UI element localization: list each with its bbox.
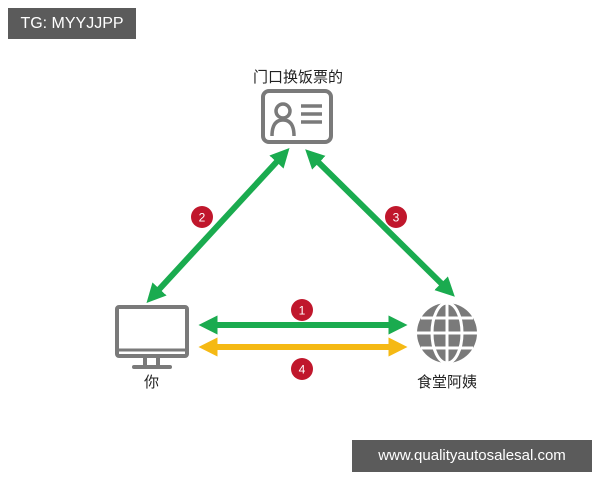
- badge-step-4: 4: [291, 358, 313, 380]
- monitor-icon: [115, 305, 189, 369]
- arrow-step-3: [305, 149, 455, 297]
- id-card-icon: [261, 89, 333, 144]
- badge-step-3: 3: [385, 206, 407, 228]
- watermark-bottom: www.qualityautosalesal.com: [352, 440, 592, 472]
- svg-text:2: 2: [199, 211, 206, 225]
- badge-step-1: 1: [291, 299, 313, 321]
- globe-icon: [417, 301, 477, 365]
- node-label-canteen-lady: 食堂阿姨: [417, 373, 478, 391]
- svg-text:1: 1: [299, 304, 306, 318]
- node-label-ticket-exchanger: 门口换饭票的: [253, 68, 344, 86]
- watermark-top: TG: MYYJJPP: [8, 8, 136, 39]
- svg-text:3: 3: [393, 211, 400, 225]
- svg-text:4: 4: [299, 363, 306, 377]
- arrow-step-2: [146, 147, 290, 304]
- node-label-you: 你: [144, 373, 160, 391]
- badge-step-2: 2: [191, 206, 213, 228]
